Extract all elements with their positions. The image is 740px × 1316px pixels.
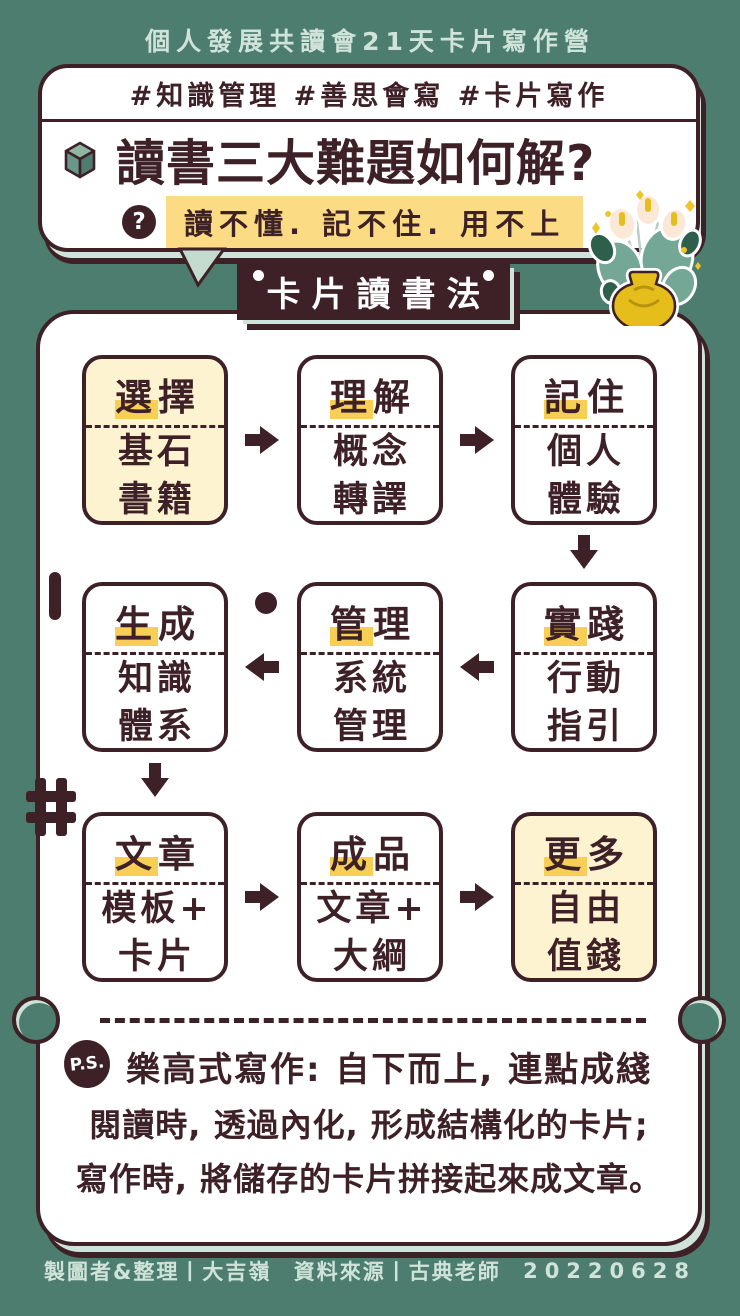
flow-box-line: 體驗 — [546, 480, 625, 520]
flow-box-line: 概念 — [332, 432, 411, 472]
speech-bubble-tail — [177, 247, 227, 288]
deco-hash-icon — [26, 778, 76, 836]
footer-source: 資料來源丨古典老師 — [293, 1260, 501, 1284]
flow-card: 選擇基石書籍理解概念轉譯記住個人體驗生成知識體系管理系統管理實踐行動指引文章模板… — [12, 310, 726, 1246]
arrow-right-icon — [458, 422, 496, 458]
footer-date: 20220628 — [523, 1259, 696, 1283]
flow-box-line: 體系 — [117, 707, 196, 747]
arrow-right-icon — [243, 422, 281, 458]
ps-body-line1: 閱讀時, 透過內化, 形成結構化的卡片; — [89, 1106, 649, 1144]
arrow-down-icon — [136, 758, 174, 802]
ps-headline: 樂高式寫作: 自下而上, 連點成綫 — [126, 1050, 653, 1090]
flow-box-line: 卡片 — [117, 937, 196, 977]
flow-box-line: 轉譯 — [332, 480, 411, 520]
flow-box-heading: 理解 — [301, 359, 439, 428]
flow-box-line: 自由 — [546, 889, 625, 929]
flow-box-line: 基石 — [117, 432, 196, 472]
page-title: 讀書三大難題如何解? — [116, 134, 596, 192]
question-row: ? 讀不懂. 記不住. 用不上 — [42, 196, 696, 248]
flow-box-line: 指引 — [546, 707, 625, 747]
flow-box-manage-system: 管理系統管理 — [297, 582, 443, 752]
flow-box-heading: 成品 — [301, 816, 439, 885]
flow-box-practice-action: 實踐行動指引 — [511, 582, 657, 752]
flow-box-line: 管理 — [332, 707, 411, 747]
arrow-down-icon — [565, 530, 603, 574]
footer-credit: 製圖者&整理丨大吉嶺 — [44, 1260, 272, 1284]
question-mark-icon: ? — [122, 205, 156, 239]
cube-icon — [64, 141, 96, 179]
flow-box-generate-knowledge: 生成知識體系 — [82, 582, 228, 752]
flow-box-heading: 管理 — [301, 586, 439, 655]
flow-box-line: 行動 — [546, 659, 625, 699]
flow-box-article-template: 文章模板+ 卡片 — [82, 812, 228, 982]
hashtag-row: #知識管理 #善思會寫 #卡片寫作 — [42, 68, 696, 122]
flow-box-line: 系統 — [332, 659, 411, 699]
title-row: 讀書三大難題如何解? — [42, 122, 696, 196]
ps-body-line2: 寫作時, 將儲存的卡片拼接起來成文章。 — [75, 1160, 663, 1198]
flow-box-line: 個人 — [546, 432, 625, 472]
flow-box-line: 值錢 — [546, 937, 625, 977]
banner-nail-icon — [253, 270, 264, 281]
footer: 製圖者&整理丨大吉嶺 資料來源丨古典老師 20220628 — [0, 1256, 740, 1286]
flow-box-heading: 選擇 — [86, 359, 224, 428]
flow-box-line: 文章+ — [316, 889, 428, 929]
flow-box-heading: 實踐 — [515, 586, 653, 655]
flow-box-understand-concepts: 理解概念轉譯 — [297, 355, 443, 525]
deco-bar — [49, 572, 61, 620]
three-problems: 讀不懂. 記不住. 用不上 — [166, 196, 584, 248]
arrow-left-icon — [243, 649, 281, 685]
flow-box-line: 模板+ — [101, 889, 213, 929]
flow-box-more-freedom: 更多自由值錢 — [511, 812, 657, 982]
arrow-right-icon — [243, 879, 281, 915]
speech-bubble: #知識管理 #善思會寫 #卡片寫作 讀書三大難題如何解? ? 讀不懂. 記不住.… — [38, 64, 700, 252]
flow-box-heading: 記住 — [515, 359, 653, 428]
flow-box-heading: 更多 — [515, 816, 653, 885]
flow-box-line: 大綱 — [332, 937, 411, 977]
banner-label: 卡片讀書法 — [266, 274, 492, 315]
flow-box-line: 知識 — [117, 659, 196, 699]
event-header: 個人發展共讀會21天卡片寫作營 — [145, 27, 595, 56]
flow-box-finished-article: 成品文章+ 大綱 — [297, 812, 443, 982]
flow-box-select-books: 選擇基石書籍 — [82, 355, 228, 525]
dashed-divider — [100, 1018, 646, 1023]
flow-box-heading: 文章 — [86, 816, 224, 885]
banner-nail-icon — [483, 270, 494, 281]
ticket-notch-left — [12, 996, 60, 1044]
arrow-right-icon — [458, 879, 496, 915]
flower-vase-illustration — [587, 190, 702, 326]
deco-dot — [255, 592, 277, 614]
ps-body: 閱讀時, 透過內化, 形成結構化的卡片; 寫作時, 將儲存的卡片拼接起來成文章。 — [40, 1098, 698, 1206]
ps-badge: P.S. — [61, 1037, 113, 1091]
ticket-notch-right — [678, 996, 726, 1044]
flow-box-heading: 生成 — [86, 586, 224, 655]
arrow-left-icon — [458, 649, 496, 685]
flow-box-remember-experience: 記住個人體驗 — [511, 355, 657, 525]
method-banner: 卡片讀書法 — [237, 262, 510, 320]
flow-box-line: 書籍 — [117, 480, 196, 520]
